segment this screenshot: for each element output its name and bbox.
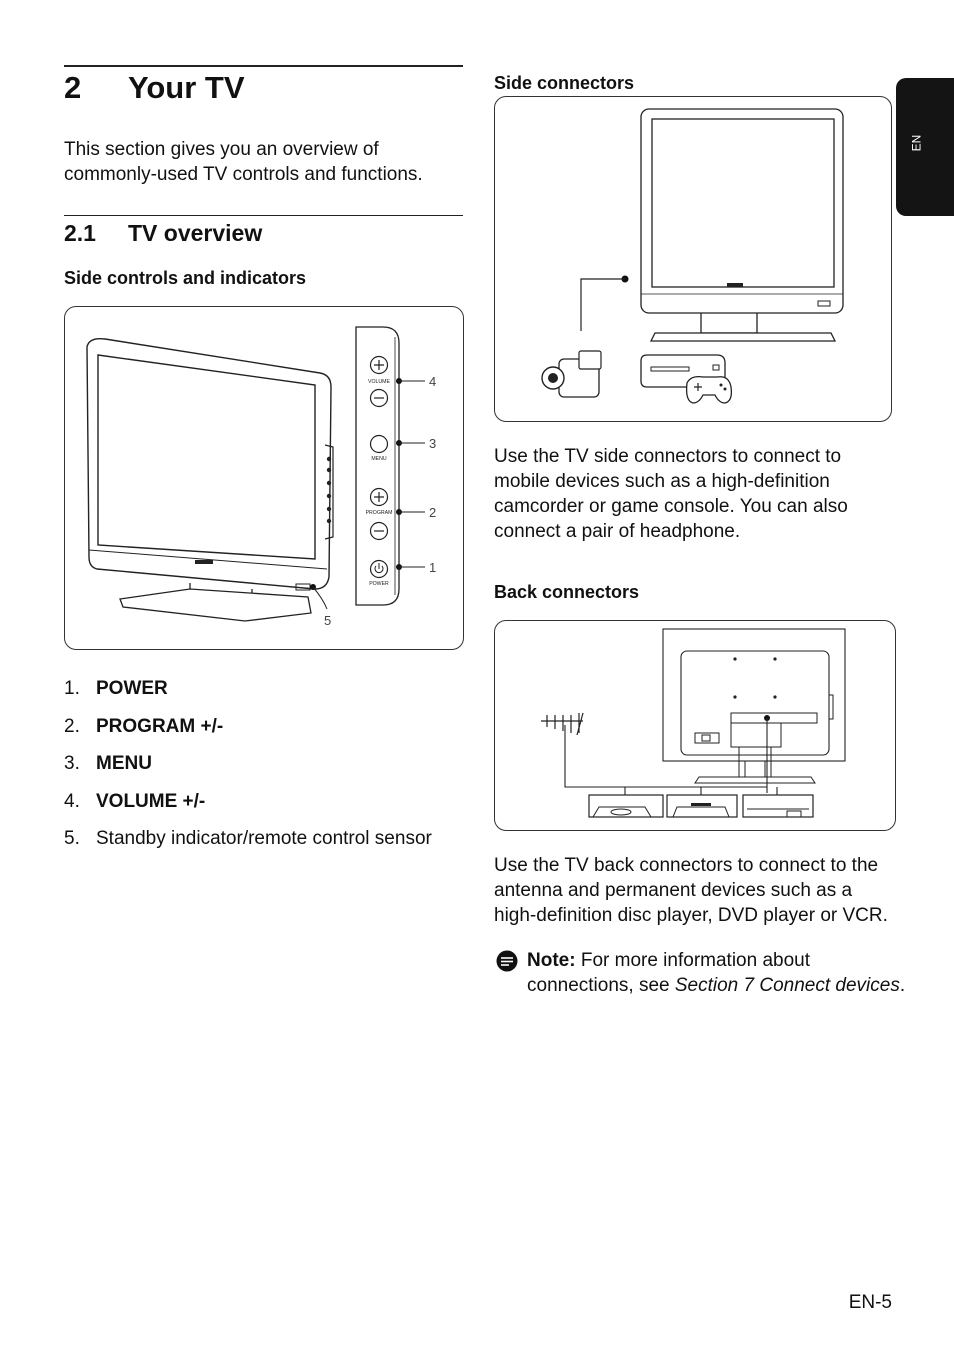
control-panel [355,326,400,606]
chapter-rule [64,65,463,67]
callout-5: 5 [324,613,331,628]
dvd-player-icon [666,794,738,818]
list-item-number: 4. [64,790,80,812]
side-connectors-figure [494,96,892,422]
volume-up-button [369,355,389,375]
list-item-text: VOLUME +/- [96,790,206,812]
panel-label-program: PROGRAM [366,510,393,516]
game-console-icon [640,354,733,404]
side-connectors-heading: Side connectors [494,73,635,93]
list-item: 2. PROGRAM +/- [64,716,454,754]
note-body: For more information about connections, … [527,950,811,996]
list-item-number: 2. [64,715,80,737]
section-number: 2.1 [64,220,96,246]
back-connectors-figure [494,620,896,831]
tv-front [640,108,844,314]
connector-panel [730,712,818,724]
callout-2: 2 [429,505,436,520]
vcr-icon [742,794,814,818]
camcorder-icon [541,350,602,398]
tv-stand [119,588,312,622]
brand-logo [195,560,213,564]
back-connectors-heading: Back connectors [494,582,640,602]
callout-4: 4 [429,374,436,389]
program-down-button [369,521,389,541]
language-tab: EN [896,78,954,216]
list-item: 3. MENU [64,753,454,791]
list-item-number: 1. [64,678,80,699]
section-title: TV overview [128,220,263,246]
list-item: 4. VOLUME +/- [64,791,454,829]
language-tab-label: EN [909,134,924,152]
side-controls-figure: VOLUME MENU PROGRAM POWER 4 3 2 1 5 [64,306,464,650]
section-rule [64,215,463,216]
back-connectors-paragraph: Use the TV back connectors to connect to… [494,855,888,926]
list-item-text: PROGRAM +/- [96,715,224,737]
tv-side-controls-illustration: VOLUME MENU PROGRAM POWER 4 3 2 1 5 [86,326,436,628]
callout-3: 3 [429,436,436,451]
note-end: . [899,975,906,996]
controls-list: 1. POWER 2. PROGRAM +/- 3. MENU 4. VOLUME +/… [64,678,454,866]
note-icon [496,950,518,972]
tv-stand [649,332,837,342]
list-item-text: POWER [96,678,168,699]
list-item-text: Standby indicator/remote control sensor [96,828,432,849]
intro-paragraph: This section gives you an overview of co… [64,139,423,185]
panel-label-menu: MENU [371,456,387,462]
brand-logo [727,283,743,287]
note-label: Note: [527,950,576,971]
tv-back [662,628,846,762]
side-connectors-paragraph: Use the TV side connectors to connect to… [494,446,848,542]
list-item: 1. POWER [64,678,454,716]
list-item-number: 3. [64,753,80,774]
note-text: Note: For more information about connect… [527,948,907,998]
chapter-title: Your TV [128,70,245,105]
back-connectors-illustration [541,628,846,818]
list-item-number: 5. [64,828,80,849]
power-button [369,559,389,579]
panel-label-power: POWER [369,581,389,587]
menu-button [369,434,389,454]
note-reference: Section 7 Connect devices [674,975,900,996]
antenna-icon [541,712,584,736]
volume-down-button [369,388,389,408]
disc-player-icon [588,794,664,818]
panel-label-volume: VOLUME [368,379,390,385]
side-controls-heading: Side controls and indicators [64,268,307,288]
list-item: 5. Standby indicator/remote control senso… [64,828,454,866]
page-number: EN-5 [848,1292,892,1313]
list-item-text: MENU [96,753,152,774]
side-connectors-illustration [541,108,844,404]
callout-1: 1 [429,560,436,575]
tv-screen [97,354,316,560]
program-up-button [369,487,389,507]
tv-screen [651,118,835,288]
chapter-number: 2 [64,70,82,105]
